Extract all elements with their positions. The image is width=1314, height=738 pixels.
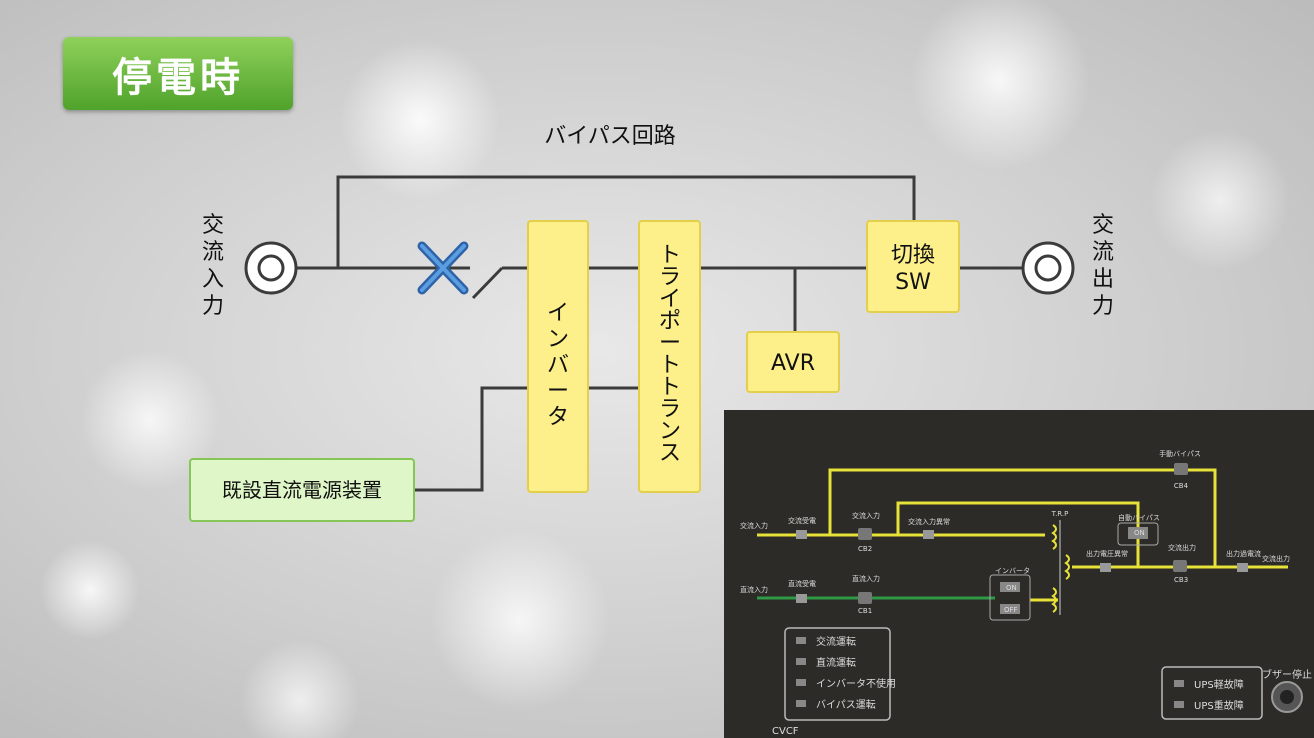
ac-input-label: 交 流 入 力 xyxy=(202,213,224,319)
svg-text:交流運転: 交流運転 xyxy=(816,635,856,648)
inverter-label: イ ン バ ー タ xyxy=(547,301,569,430)
svg-text:ー: ー xyxy=(547,379,569,404)
svg-text:交: 交 xyxy=(202,213,224,238)
svg-text:ン: ン xyxy=(547,327,569,352)
svg-text:CVCF: CVCF xyxy=(772,726,799,737)
svg-text:インバータ不使用: インバータ不使用 xyxy=(816,677,896,690)
open-switch-blade xyxy=(471,266,504,300)
dc-source-label: 既設直流電源装置 xyxy=(222,478,382,502)
svg-text:ス: ス xyxy=(659,441,681,466)
svg-text:交流出力: 交流出力 xyxy=(1168,543,1196,552)
svg-text:ト: ト xyxy=(659,353,681,378)
svg-text:出力過電流: 出力過電流 xyxy=(1226,549,1261,558)
power-failure-x-icon xyxy=(417,241,469,295)
svg-text:ト: ト xyxy=(659,243,681,268)
svg-text:バイパス運転: バイパス運転 xyxy=(816,699,876,711)
avr-box xyxy=(746,331,840,393)
ac-input-terminal-icon xyxy=(244,241,298,295)
svg-text:交流入力: 交流入力 xyxy=(852,511,880,520)
control-panel-inset: 手動バイパス CB4 T.R.P 交流入力 交流受電 交流入力 CB2 交流入力… xyxy=(724,410,1314,738)
avr-label: AVR xyxy=(771,351,815,376)
svg-text:タ: タ xyxy=(547,405,569,430)
svg-text:ON: ON xyxy=(1006,584,1017,592)
svg-text:出力電圧異常: 出力電圧異常 xyxy=(1086,549,1128,558)
svg-text:イ: イ xyxy=(547,301,569,326)
svg-text:交流受電: 交流受電 xyxy=(788,516,816,525)
svg-text:CB3: CB3 xyxy=(1174,576,1188,584)
svg-text:CB1: CB1 xyxy=(858,607,872,615)
svg-text:T.R.P: T.R.P xyxy=(1051,510,1069,518)
svg-text:バ: バ xyxy=(547,353,569,378)
svg-text:交流入力: 交流入力 xyxy=(740,521,768,530)
svg-text:流: 流 xyxy=(202,240,224,265)
svg-text:自動バイパス: 自動バイパス xyxy=(1118,513,1160,522)
svg-text:CB4: CB4 xyxy=(1174,482,1189,490)
bypass-label: バイパス回路 xyxy=(544,124,676,149)
svg-text:力: 力 xyxy=(202,294,224,319)
svg-text:ラ: ラ xyxy=(659,265,681,290)
svg-text:イ: イ xyxy=(659,287,681,312)
svg-text:交: 交 xyxy=(1092,213,1114,238)
svg-text:直流受電: 直流受電 xyxy=(788,579,816,588)
svg-text:ー: ー xyxy=(659,331,681,356)
svg-text:UPS重故障: UPS重故障 xyxy=(1194,699,1244,712)
svg-text:出: 出 xyxy=(1092,267,1114,292)
dc-source-box xyxy=(189,458,415,522)
changeover-switch-box xyxy=(866,220,960,313)
tri-port-transformer-box xyxy=(638,220,701,493)
svg-text:直流運転: 直流運転 xyxy=(816,656,856,669)
bypass-wire xyxy=(336,175,916,268)
switch-label-2: SW xyxy=(895,270,931,295)
svg-text:交流出力: 交流出力 xyxy=(1262,554,1290,563)
svg-text:UPS軽故障: UPS軽故障 xyxy=(1194,678,1244,691)
svg-text:OFF: OFF xyxy=(1004,606,1018,614)
ac-output-label: 交 流 出 力 xyxy=(1092,213,1114,319)
tri-port-transformer-label: ト ラ イ ポ ー ト ト ラ ン ス xyxy=(659,243,681,466)
inverter-box xyxy=(527,220,589,493)
svg-text:入: 入 xyxy=(202,267,224,292)
wire-dc-inverter xyxy=(414,386,528,492)
svg-text:インバータ: インバータ xyxy=(995,566,1030,575)
svg-text:直流入力: 直流入力 xyxy=(852,574,880,583)
svg-text:力: 力 xyxy=(1092,294,1114,319)
svg-text:ON: ON xyxy=(1134,529,1145,537)
svg-text:直流入力: 直流入力 xyxy=(740,585,768,594)
svg-text:ポ: ポ xyxy=(659,309,681,334)
svg-text:手動バイパス: 手動バイパス xyxy=(1159,449,1201,458)
svg-text:流: 流 xyxy=(1092,240,1114,265)
svg-text:CB2: CB2 xyxy=(858,545,872,553)
switch-label-1: 切換 xyxy=(891,243,935,268)
svg-text:ラ: ラ xyxy=(659,397,681,422)
svg-text:ト: ト xyxy=(659,375,681,400)
page-title: 停電時 xyxy=(63,37,293,110)
svg-text:ン: ン xyxy=(659,419,681,444)
svg-text:ブザー停止: ブザー停止 xyxy=(1262,668,1312,681)
ac-output-terminal-icon xyxy=(1021,241,1075,295)
svg-text:交流入力異常: 交流入力異常 xyxy=(908,517,950,526)
